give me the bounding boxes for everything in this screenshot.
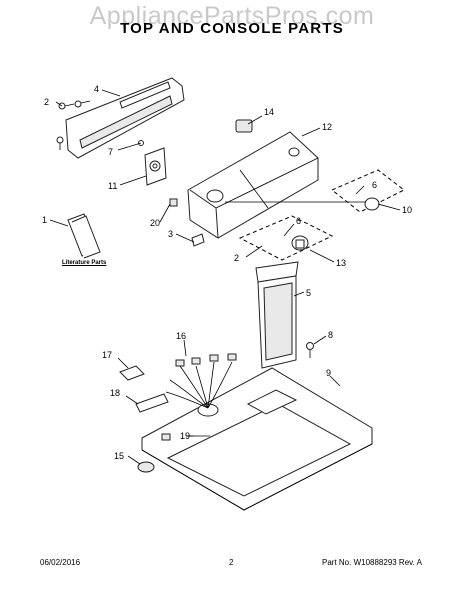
callout-3: 3 bbox=[168, 229, 173, 239]
knob-group-right bbox=[225, 169, 405, 213]
callout-17: 17 bbox=[102, 350, 112, 360]
literature-packet bbox=[67, 213, 101, 259]
screw-part-8 bbox=[306, 342, 314, 358]
callout-1: 1 bbox=[42, 215, 47, 225]
page-title: TOP AND CONSOLE PARTS bbox=[120, 20, 344, 37]
callout-18: 18 bbox=[110, 388, 120, 398]
clip-part-3 bbox=[191, 233, 205, 247]
callout-20: 20 bbox=[150, 218, 160, 228]
callout-8: 8 bbox=[328, 330, 333, 340]
callout-6-right: 6 bbox=[372, 180, 377, 190]
bracket-part-17 bbox=[119, 365, 145, 381]
footer-page-number: 2 bbox=[229, 558, 234, 567]
end-cap bbox=[235, 119, 253, 133]
screw-parts-top-left bbox=[56, 100, 91, 150]
lint-screen bbox=[255, 261, 299, 369]
watermark-text: AppliancePartsPros.com bbox=[89, 2, 375, 30]
footer-date: 06/02/2016 bbox=[40, 558, 81, 567]
dryer-top-panel bbox=[141, 367, 373, 511]
callout-15: 15 bbox=[114, 451, 124, 461]
switch-bracket bbox=[144, 147, 167, 186]
callout-16: 16 bbox=[176, 331, 186, 341]
console-housing bbox=[187, 131, 319, 239]
bracket-part-18 bbox=[135, 393, 169, 413]
callout-10: 10 bbox=[402, 205, 412, 215]
callout-7: 7 bbox=[108, 147, 113, 157]
clip-part-20 bbox=[169, 198, 178, 207]
callout-12: 12 bbox=[322, 122, 332, 132]
wire-harness bbox=[165, 353, 237, 409]
callout-13: 13 bbox=[336, 258, 346, 268]
callout-5: 5 bbox=[306, 288, 311, 298]
callout-2-bottom: 2 bbox=[234, 253, 239, 263]
console-back-panel bbox=[65, 77, 185, 159]
callout-19: 19 bbox=[180, 431, 190, 441]
foot-part-15 bbox=[137, 461, 155, 473]
callout-6-center: 6 bbox=[296, 216, 301, 226]
footer-part-number: Part No. W10888293 Rev. A bbox=[322, 558, 422, 567]
callout-9: 9 bbox=[326, 368, 331, 378]
callout-2-top: 2 bbox=[44, 97, 49, 107]
callout-11: 11 bbox=[108, 181, 117, 191]
callout-4: 4 bbox=[94, 84, 99, 94]
knob-group-center bbox=[238, 215, 334, 261]
callout-14: 14 bbox=[264, 107, 274, 117]
literature-parts-label: Literature Parts bbox=[62, 260, 107, 266]
